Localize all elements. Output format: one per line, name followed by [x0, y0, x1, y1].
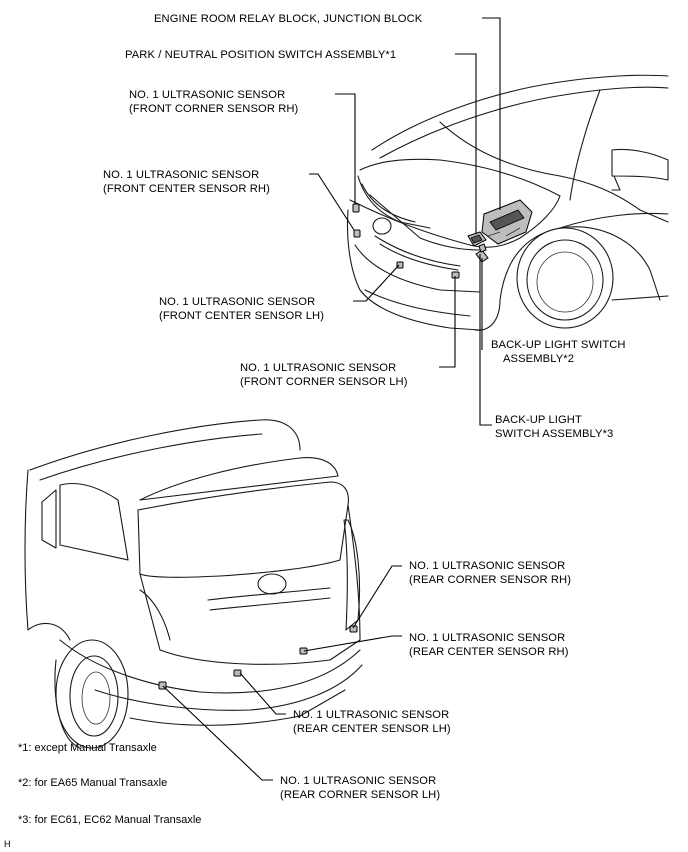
- label-line-1: NO. 1 ULTRASONIC SENSOR: [293, 709, 450, 721]
- label-line-1: NO. 1 ULTRASONIC SENSOR: [409, 632, 566, 644]
- front-sensors: [352, 203, 460, 279]
- label-line-2: (REAR CENTER SENSOR RH): [409, 646, 569, 658]
- footnote-1: *1: except Manual Transaxle: [18, 742, 157, 754]
- label-front-corner-rh: NO. 1 ULTRASONIC SENSOR (FRONT CORNER SE…: [129, 88, 298, 116]
- label-rear-corner-rh: NO. 1 ULTRASONIC SENSOR (REAR CORNER SEN…: [409, 559, 571, 587]
- footnote-2: *2: for EA65 Manual Transaxle: [18, 777, 168, 789]
- label-rear-center-lh: NO. 1 ULTRASONIC SENSOR (REAR CENTER SEN…: [293, 708, 451, 736]
- relay-block-part: [481, 199, 533, 245]
- label-line-2: (FRONT CORNER SENSOR RH): [129, 103, 299, 115]
- front-center-rh-sensor: [353, 229, 361, 238]
- label-line-2: (REAR CENTER SENSOR LH): [293, 723, 451, 735]
- label-front-center-lh: NO. 1 ULTRASONIC SENSOR (FRONT CENTER SE…: [159, 295, 324, 323]
- label-front-corner-lh: NO. 1 ULTRASONIC SENSOR (FRONT CORNER SE…: [240, 361, 408, 389]
- label-backup-switch-2: BACK-UP LIGHT SWITCH ASSEMBLY*2: [491, 338, 626, 366]
- label-line-2: (FRONT CENTER SENSOR LH): [159, 310, 325, 322]
- label-line-1: BACK-UP LIGHT: [495, 414, 582, 426]
- front-leader-lines: [309, 17, 501, 426]
- label-rear-corner-lh: NO. 1 ULTRASONIC SENSOR (REAR CORNER SEN…: [280, 774, 440, 802]
- rear-leader-lines: [162, 565, 402, 781]
- rear-corner-rh-sensor: [349, 625, 358, 633]
- front-center-lh-sensor: [396, 261, 404, 269]
- label-relay-block-text: ENGINE ROOM RELAY BLOCK, JUNCTION BLOCK: [154, 13, 423, 25]
- rear-center-lh-sensor: [233, 669, 242, 677]
- label-line-1: NO. 1 ULTRASONIC SENSOR: [409, 560, 566, 572]
- label-line-2: (FRONT CENTER SENSOR RH): [103, 183, 270, 195]
- label-rear-center-rh: NO. 1 ULTRASONIC SENSOR (REAR CENTER SEN…: [409, 631, 569, 659]
- footnote-3: *3: for EC61, EC62 Manual Transaxle: [18, 814, 202, 826]
- label-line-2: (FRONT CORNER SENSOR LH): [240, 376, 408, 388]
- label-relay-block: ENGINE ROOM RELAY BLOCK, JUNCTION BLOCK: [154, 12, 422, 26]
- label-line-1: NO. 1 ULTRASONIC SENSOR: [159, 296, 316, 308]
- label-line-2: (REAR CORNER SENSOR LH): [280, 789, 441, 801]
- label-line-1: NO. 1 ULTRASONIC SENSOR: [103, 169, 260, 181]
- rear-vehicle-drawing: [24, 419, 363, 749]
- rear-sensors: [158, 625, 358, 690]
- label-line-1: NO. 1 ULTRASONIC SENSOR: [280, 775, 437, 787]
- label-line-1: BACK-UP LIGHT SWITCH: [491, 339, 626, 351]
- pnp-switch-part: [467, 231, 487, 247]
- corner-mark: H: [4, 839, 11, 849]
- front-vehicle-drawing: [346, 74, 669, 331]
- label-pnp-switch-text: PARK / NEUTRAL POSITION SWITCH ASSEMBLY*…: [125, 49, 397, 61]
- label-line-2: (REAR CORNER SENSOR RH): [409, 574, 572, 586]
- label-pnp-switch: PARK / NEUTRAL POSITION SWITCH ASSEMBLY*…: [125, 48, 396, 62]
- label-line-1: NO. 1 ULTRASONIC SENSOR: [129, 89, 286, 101]
- label-front-center-rh: NO. 1 ULTRASONIC SENSOR (FRONT CENTER SE…: [103, 168, 270, 196]
- label-line-2: SWITCH ASSEMBLY*3: [495, 428, 614, 440]
- front-corner-rh-sensor: [352, 203, 360, 213]
- label-line-1: NO. 1 ULTRASONIC SENSOR: [240, 362, 397, 374]
- label-backup-switch-3: BACK-UP LIGHT SWITCH ASSEMBLY*3: [495, 413, 613, 441]
- label-line-2: ASSEMBLY*2: [503, 353, 575, 365]
